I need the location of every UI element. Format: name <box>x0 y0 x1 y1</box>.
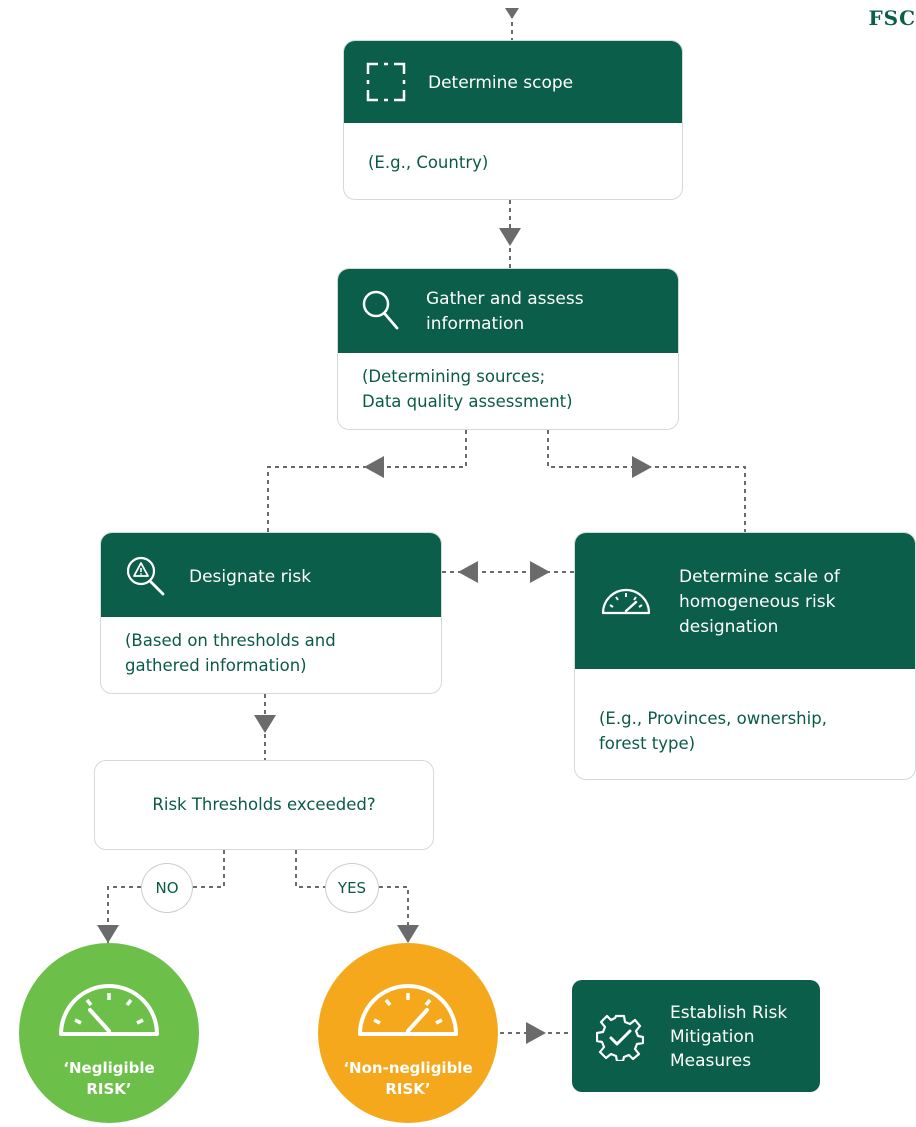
node-header: Designate risk <box>101 533 441 617</box>
scope-brackets-icon <box>366 62 406 102</box>
node-header: Determine scale of homogeneous risk desi… <box>575 533 915 669</box>
node-description-line2: gathered information) <box>125 656 307 675</box>
node-body: (Based on thresholds and gathered inform… <box>101 617 441 693</box>
arrow-mitigation <box>526 1022 546 1044</box>
node-determine-scale: Determine scale of homogeneous risk desi… <box>574 532 916 780</box>
arrow-no <box>97 925 119 943</box>
connector-no <box>107 850 225 943</box>
outcome-non-negligible-risk: ‘Non-negligible RISK’ <box>318 943 498 1123</box>
risk-search-icon <box>126 556 165 596</box>
arrow-yes <box>397 925 419 943</box>
node-title-line1: Determine scale of <box>679 567 840 587</box>
node-header: Determine scope <box>344 41 682 123</box>
mitigation-line3: Measures <box>670 1051 752 1071</box>
question-text: Risk Thresholds exceeded? <box>152 795 376 814</box>
node-description-line1: (E.g., Provinces, ownership, <box>599 709 827 728</box>
node-body: (E.g., Country) <box>344 123 682 199</box>
outcome-negligible-risk: ‘Negligible RISK’ <box>19 943 199 1123</box>
node-determine-scope: Determine scope (E.g., Country) <box>343 40 683 200</box>
arrow-left <box>364 456 384 478</box>
search-icon <box>362 290 399 330</box>
node-designate-risk: Designate risk (Based on thresholds and … <box>100 532 442 694</box>
gauge-low-icon <box>59 984 159 1036</box>
arrow-gather <box>499 228 521 246</box>
node-description-line1: (Determining sources; <box>362 367 546 386</box>
connector-yes <box>295 850 409 943</box>
node-description-line2: Data quality assessment) <box>362 392 573 411</box>
answer-no-badge: NO <box>141 863 193 913</box>
arrow-to-risk <box>458 561 478 583</box>
fsc-logo: FSC <box>868 6 916 30</box>
outcome-label-line2: RISK’ <box>86 1080 132 1098</box>
node-description-line1: (Based on thresholds and <box>125 631 336 650</box>
node-description-line2: forest type) <box>599 734 696 753</box>
outcome-label-line2: RISK’ <box>385 1080 431 1098</box>
connector-gather-left <box>267 430 467 532</box>
node-title-line2: homogeneous risk <box>679 592 836 612</box>
node-body: (Determining sources; Data quality asses… <box>338 353 678 429</box>
gear-check-icon <box>596 1014 644 1061</box>
gauge-medium-icon <box>358 984 458 1036</box>
node-thresholds-question: Risk Thresholds exceeded? <box>94 760 434 850</box>
arrow-question <box>254 715 276 733</box>
answer-yes-badge: YES <box>325 863 379 913</box>
node-title-line2: information <box>426 314 525 334</box>
node-description: (E.g., Country) <box>368 153 489 172</box>
connector-gather-right <box>547 430 746 532</box>
node-title: Designate risk <box>189 567 312 587</box>
gauge-outline-icon <box>601 588 651 615</box>
node-header: Gather and assess information <box>338 269 678 353</box>
outcome-label-line1: ‘Negligible <box>63 1059 155 1077</box>
outcome-label-line1: ‘Non-negligible <box>343 1059 473 1077</box>
arrow-top <box>505 8 519 19</box>
node-mitigation: Establish Risk Mitigation Measures <box>572 980 820 1092</box>
mitigation-line2: Mitigation <box>670 1027 755 1047</box>
node-title: Determine scope <box>428 73 574 93</box>
node-title-line1: Gather and assess <box>426 289 584 309</box>
node-body: (E.g., Provinces, ownership, forest type… <box>575 669 915 779</box>
node-gather-information: Gather and assess information (Determini… <box>337 268 679 430</box>
mitigation-line1: Establish Risk <box>670 1003 788 1023</box>
node-title-line3: designation <box>679 617 779 637</box>
arrow-to-scale <box>530 561 550 583</box>
arrow-right <box>632 456 652 478</box>
